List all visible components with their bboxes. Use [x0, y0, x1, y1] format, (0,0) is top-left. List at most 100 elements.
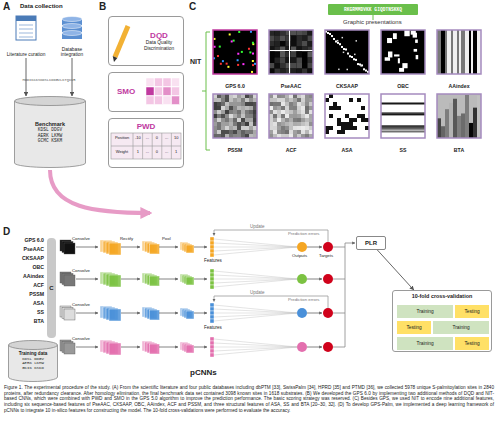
pixel: [297, 47, 303, 53]
matrix-cell: [163, 96, 171, 105]
feature-map: [109, 275, 121, 287]
illustration-group: [16, 15, 481, 357]
method-box: DQDData Quality Discrimination: [108, 16, 184, 66]
pixel: [280, 41, 286, 47]
tile-label: PSSM: [228, 148, 243, 154]
arrow-line: [76, 247, 98, 248]
feature-name: OBC: [4, 265, 44, 271]
benchmark-database: BenchmarkKDSL DDGVAERK LKMWGCMC KSKM: [14, 96, 86, 168]
pixel: [286, 47, 292, 53]
pixel: [241, 118, 245, 122]
output-circle: [297, 342, 307, 352]
tile-frame: [325, 30, 369, 74]
pixel: [269, 50, 313, 51]
pixel: [217, 130, 221, 134]
pixel: [286, 30, 292, 36]
pixel: [285, 126, 289, 130]
feature-image: [269, 30, 313, 74]
node-text: Testing: [406, 325, 421, 331]
pixel: [333, 102, 337, 106]
arrow-line: [76, 347, 98, 348]
pixel: [338, 69, 340, 71]
pixel: [221, 98, 225, 102]
arrow-line: [214, 347, 297, 351]
table-rule: [171, 133, 172, 159]
pixel: [233, 122, 237, 126]
matrix-cell: [163, 87, 171, 96]
pixel: [233, 118, 237, 122]
arrow-line: [121, 247, 140, 248]
pixel: [252, 42, 254, 44]
table-cell: ...: [162, 136, 172, 141]
pixel: [248, 48, 250, 50]
pixel: [393, 33, 397, 39]
fold-cell: Testing: [397, 321, 431, 334]
pixel: [341, 130, 345, 134]
arrow-line: [214, 296, 328, 308]
feature-name: PseAAC: [4, 247, 44, 253]
pixel: [414, 49, 417, 52]
connector: [72, 58, 73, 96]
feature-vector: [210, 311, 214, 315]
pixel: [337, 42, 339, 44]
pixel: [477, 30, 479, 74]
pixel: [301, 110, 305, 114]
pixel: [241, 51, 243, 53]
text-label: Data collection: [20, 3, 63, 10]
table-cell: 1: [171, 150, 181, 155]
node-text: Training: [452, 325, 469, 331]
feature-vector: [210, 319, 214, 323]
pixel: [337, 130, 341, 134]
arrow-line: [159, 247, 178, 248]
pixel: [351, 56, 353, 58]
arrow-line: [121, 347, 140, 348]
plr-box: PLR: [356, 236, 386, 250]
table-cell: Weight: [111, 150, 133, 155]
pixel: [273, 122, 277, 126]
database-icon: [62, 24, 82, 29]
pixel: [305, 106, 309, 110]
pixel: [343, 48, 345, 50]
pixel: [301, 118, 305, 122]
pixel: [302, 63, 308, 69]
pixel: [229, 102, 233, 106]
feature-name: PSSM: [4, 292, 44, 298]
pixel: [357, 114, 361, 118]
table-rule: [152, 133, 153, 159]
pixel: [269, 41, 275, 47]
pixel: [277, 126, 281, 130]
feature-image: [325, 30, 369, 74]
table-cell: -10: [133, 136, 143, 141]
feature-tile: AAindex: [436, 30, 482, 90]
pixel: [225, 102, 229, 106]
pixel: [286, 63, 292, 69]
matrix-cell: [155, 87, 163, 96]
fold-cell: Training: [433, 321, 489, 334]
output-circle: [297, 242, 307, 252]
pixel: [273, 106, 277, 110]
document-line: [19, 37, 33, 38]
pixel: [226, 63, 228, 65]
pixel: [349, 126, 353, 130]
pixel: [280, 69, 286, 75]
pixel: [237, 59, 239, 61]
arrow-line: [214, 305, 297, 313]
pixel: [245, 114, 249, 118]
pixel: [289, 110, 293, 114]
connector: [377, 250, 413, 290]
table-cell: ...: [143, 136, 153, 141]
matrix-cell: [155, 96, 163, 105]
pixel: [225, 118, 229, 122]
pixel: [249, 114, 253, 118]
feature-image: [213, 30, 257, 74]
text-label: Prediction errors: [288, 232, 320, 237]
method-box: SMO: [108, 72, 184, 112]
pixel: [461, 30, 463, 74]
arrow-line: [333, 279, 345, 280]
pixel: [302, 30, 308, 36]
pixel: [329, 106, 333, 110]
pixel: [297, 69, 303, 75]
fold-cell: Training: [397, 337, 453, 350]
